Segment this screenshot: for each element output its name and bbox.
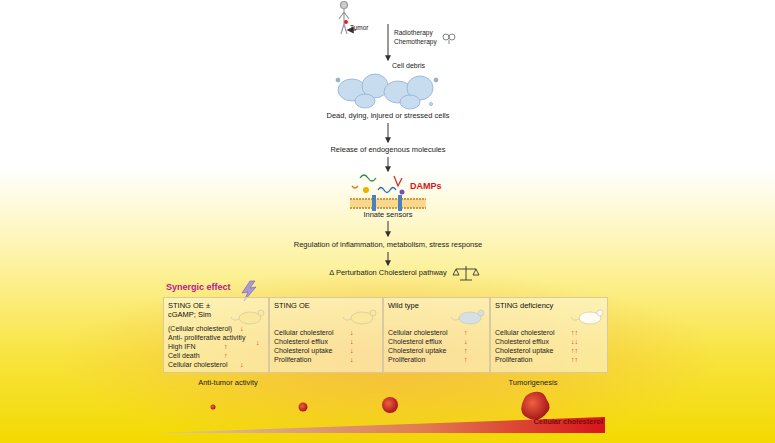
panel-row: Proliferation — [388, 356, 425, 364]
radiation-icon — [443, 34, 455, 44]
panel-row: Cellular cholesterol — [168, 361, 228, 369]
flow-label: Tumorigenesis — [509, 379, 558, 387]
trend-arrow: ↑ — [464, 347, 468, 355]
flow-label: DAMPs — [410, 182, 442, 192]
panel-heading: STING deficiency — [495, 302, 555, 311]
flow-label: Release of endogenous molecules — [330, 146, 445, 154]
trend-arrow: ↓↓ — [571, 338, 578, 346]
flow-label: Cell debris — [392, 62, 425, 70]
flow-label: Radiotherapy — [394, 29, 433, 36]
trend-arrow: ↓ — [464, 338, 468, 346]
flow-label: Anti-tumor activity — [198, 379, 258, 387]
flow-label: Regulation of inflammation, metabolism, … — [294, 241, 482, 249]
panel-row: Cell death — [168, 352, 200, 360]
trend-arrow: ↓ — [350, 356, 354, 364]
panel-row: Anti- proliferative activitiy — [168, 334, 245, 342]
trend-arrow: ↓ — [350, 338, 354, 346]
trend-arrow: ↑↑ — [571, 356, 578, 364]
panel-row: Cellular cholesterol — [274, 329, 334, 337]
panel-heading: Wild type — [388, 302, 448, 311]
trend-arrow: ↓ — [240, 325, 244, 333]
flow-label: Tumor — [350, 24, 369, 31]
trend-arrow: ↑ — [224, 352, 228, 360]
glow — [58, 270, 718, 443]
panel-row: Cholesterol efflux — [388, 338, 442, 346]
trend-arrow: ↑↑ — [571, 347, 578, 355]
trend-arrow: ↑ — [464, 356, 468, 364]
flow-label: Cellular cholesterol — [533, 418, 603, 426]
flow-label: Innate sensors — [363, 211, 412, 219]
tumor-dot — [344, 20, 348, 24]
panel-row: Cholesterol efflux — [274, 338, 328, 346]
flow-label: Chemotherapy — [394, 38, 437, 45]
human-figure — [339, 2, 349, 35]
panel-box: STING deficiencyCellular cholesterol ↑↑ Ch… — [490, 297, 608, 373]
panel-row: Proliferation — [274, 356, 311, 364]
panel-row: Cellular cholesterol — [495, 329, 555, 337]
panel-row: Cellular cholesterol — [388, 329, 448, 337]
flow-label: Dead, dying, injured or stressed cells — [327, 112, 450, 120]
tumor-sizes — [211, 392, 550, 420]
panel-box: STING OE Cellular cholesterol ↓ Cholesterol… — [269, 297, 383, 373]
balance-icon — [453, 266, 479, 280]
panel-row: Proliferation — [495, 356, 532, 364]
cholesterol-wedge — [155, 417, 605, 433]
trend-arrow: ↑ — [224, 343, 228, 351]
flow-label: Δ Perturbation Cholesterol pathway — [329, 269, 447, 277]
panel-row: Cholesterol uptake — [495, 347, 553, 355]
panel-heading: STING OE — [274, 302, 334, 311]
trend-arrow: ↑ — [464, 329, 468, 337]
panel-box: STING OE ± cGAMP; Sim (Cellular cholester… — [163, 297, 269, 373]
panel-row: Cholesterol uptake — [274, 347, 332, 355]
panel-row: Cholesterol efflux — [495, 338, 549, 346]
trend-arrow: ↓ — [256, 339, 260, 347]
flow-arrows — [388, 24, 389, 265]
trend-arrow: ↓ — [350, 329, 354, 337]
panel-row: (Cellular cholesterol) — [168, 325, 232, 333]
trend-arrow: ↑↑ — [571, 329, 578, 337]
membrane — [350, 195, 426, 211]
panel-heading: STING OE ± cGAMP; Sim — [168, 302, 224, 319]
panel-row: Cholesterol uptake — [388, 347, 446, 355]
panel-row: High IFN — [168, 343, 196, 351]
cell-debris — [336, 74, 438, 109]
trend-arrow: ↓ — [350, 347, 354, 355]
damp-molecules — [352, 175, 405, 195]
panel-box: Wild typeCellular cholesterol ↑ Cholestero… — [383, 297, 490, 373]
trend-arrow: ↓ — [240, 361, 244, 369]
flow-label: Synergic effect — [166, 283, 231, 293]
